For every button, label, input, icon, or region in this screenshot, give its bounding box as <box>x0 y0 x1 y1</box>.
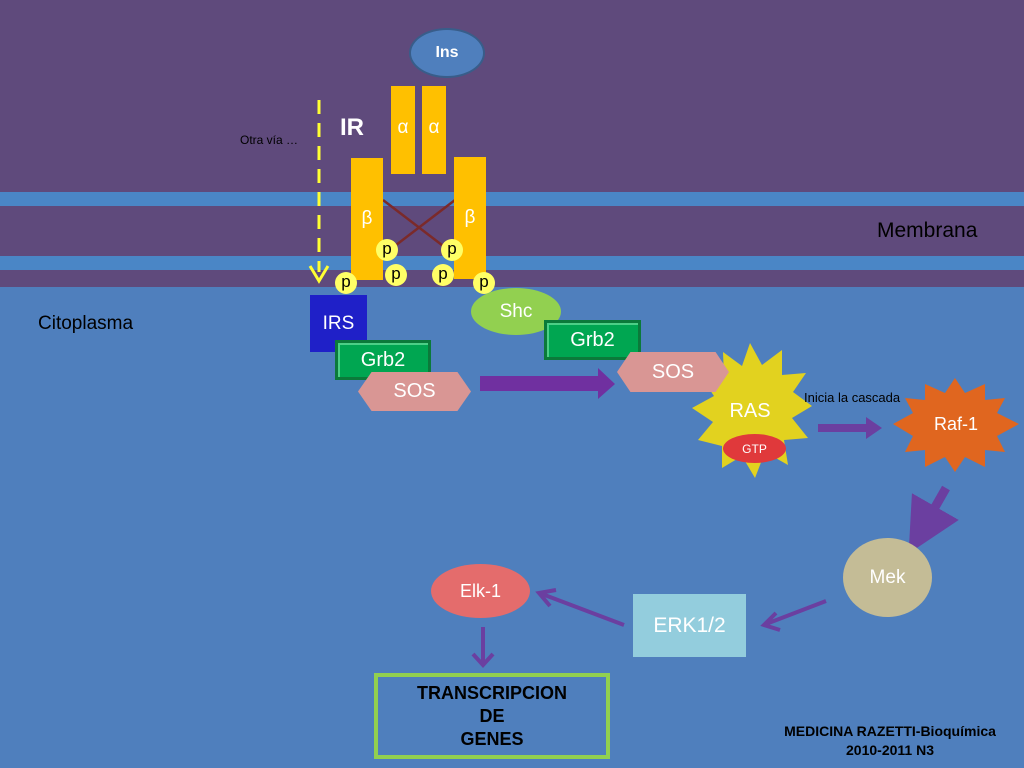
elk-label: Elk-1 <box>459 580 501 601</box>
gtp-node: GTP <box>723 434 786 463</box>
gene-transcription-box: TRANSCRIPCION DE GENES <box>374 673 610 759</box>
alpha-label-right: α <box>428 117 440 138</box>
extracellular-space <box>0 0 1024 195</box>
membrane-label: Membrana <box>877 219 978 242</box>
phosphate-label: p <box>447 239 457 258</box>
ras-to-raf-arrow <box>818 417 882 439</box>
phosphate-label: p <box>391 264 401 283</box>
receptor-label: IR <box>340 114 364 141</box>
elk-node: Elk-1 <box>431 564 530 618</box>
erk-to-elk-arrow <box>535 588 625 627</box>
phosphate-1: p <box>376 239 398 261</box>
credits-line-1: MEDICINA RAZETTI-Bioquímica <box>784 723 996 739</box>
beta-subunit-left: β <box>351 158 383 280</box>
membrane-middle <box>0 206 1024 256</box>
grb2-left-label: Grb2 <box>360 348 406 371</box>
gtp-label: GTP <box>742 441 767 456</box>
raf-to-mek-arrow <box>908 485 959 554</box>
beta-subunit-right: β <box>454 157 486 279</box>
grb2-right-label: Grb2 <box>570 328 615 351</box>
elk-to-transcription-arrow <box>471 627 495 668</box>
shc-label: Shc <box>499 300 533 322</box>
mek-to-erk-arrow <box>760 599 827 632</box>
phosphate-5: p <box>335 272 357 294</box>
beta-label-right: β <box>464 207 476 228</box>
erk-label: ERK1/2 <box>653 613 726 637</box>
erk-node: ERK1/2 <box>633 594 746 657</box>
alpha-subunit-left: α <box>391 86 415 174</box>
phosphate-6: p <box>473 272 495 294</box>
credits-line-2: 2010-2011 N3 <box>846 742 934 758</box>
phosphate-label: p <box>438 264 448 283</box>
insulin-node: Ins <box>409 28 485 78</box>
credits: MEDICINA RAZETTI-Bioquímica 2010-2011 N3 <box>760 722 1020 760</box>
membrane-band-inner <box>0 256 1024 270</box>
alpha-subunit-right: α <box>422 86 446 174</box>
raf-label: Raf-1 <box>933 414 978 434</box>
transcription-line-2: DE <box>479 705 505 726</box>
cytoplasm-label: Citoplasma <box>38 313 134 334</box>
phosphate-3: p <box>385 264 407 286</box>
sos-right-label: SOS <box>651 360 695 383</box>
grb2-right-node: Grb2 <box>544 320 641 360</box>
phosphate-label: p <box>382 239 392 258</box>
membrane-lower <box>0 270 1024 287</box>
phosphate-label: p <box>479 272 489 291</box>
phosphate-label: p <box>341 272 351 291</box>
mek-node: Mek <box>843 538 932 617</box>
sos-left-label: SOS <box>393 380 436 402</box>
sos-right-node: SOS <box>617 352 729 392</box>
irs-label: IRS <box>322 312 355 334</box>
mek-label: Mek <box>869 566 906 588</box>
insulin-label: Ins <box>435 44 459 61</box>
phosphate-4: p <box>432 264 454 286</box>
alpha-label-left: α <box>397 117 409 138</box>
other-route-arrow-head <box>308 265 330 284</box>
cascade-label: Inicia la cascada <box>804 390 901 405</box>
transcription-line-3: GENES <box>460 728 524 749</box>
membrane-band-outer <box>0 192 1024 206</box>
sos-left-node: SOS <box>358 372 471 411</box>
ras-label: RAS <box>729 400 771 422</box>
phosphate-2: p <box>441 239 463 261</box>
transcription-line-1: TRANSCRIPCION <box>416 682 567 703</box>
sos-to-sos-arrow <box>480 368 615 399</box>
beta-label-left: β <box>361 208 373 229</box>
other-route-label: Otra vía … <box>240 133 299 147</box>
raf-starburst <box>893 378 1019 472</box>
